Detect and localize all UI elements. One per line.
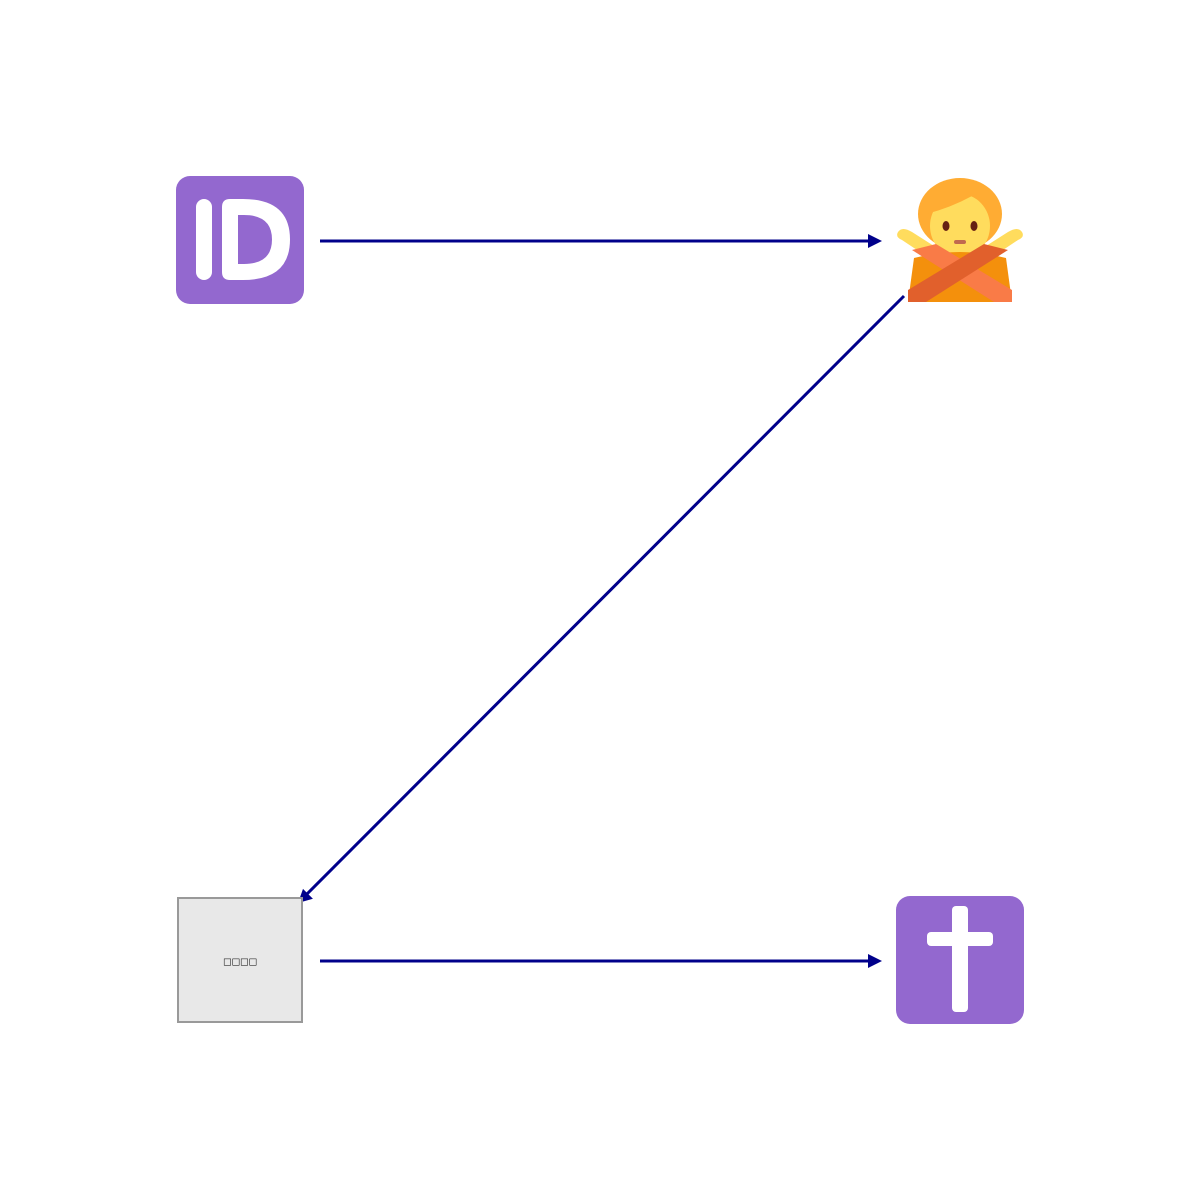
placeholder-label: □□□□ <box>223 958 257 968</box>
id-button-icon <box>176 176 304 304</box>
edge-person-to-placeholder <box>305 294 906 896</box>
edge-placeholder-to-cross-arrowhead <box>868 954 882 968</box>
latin-cross-icon <box>896 896 1024 1024</box>
node-id-button: ID <box>176 176 304 304</box>
node-latin-cross <box>896 896 1024 1024</box>
node-person-gesturing-no <box>897 178 1023 302</box>
node-unsupported-glyph: □□□□ <box>177 897 303 1023</box>
person-gesturing-no-icon <box>897 178 1023 302</box>
missing-glyph-placeholder-icon <box>177 897 303 1023</box>
edges <box>298 234 906 968</box>
edge-id-to-person-arrowhead <box>868 234 882 248</box>
